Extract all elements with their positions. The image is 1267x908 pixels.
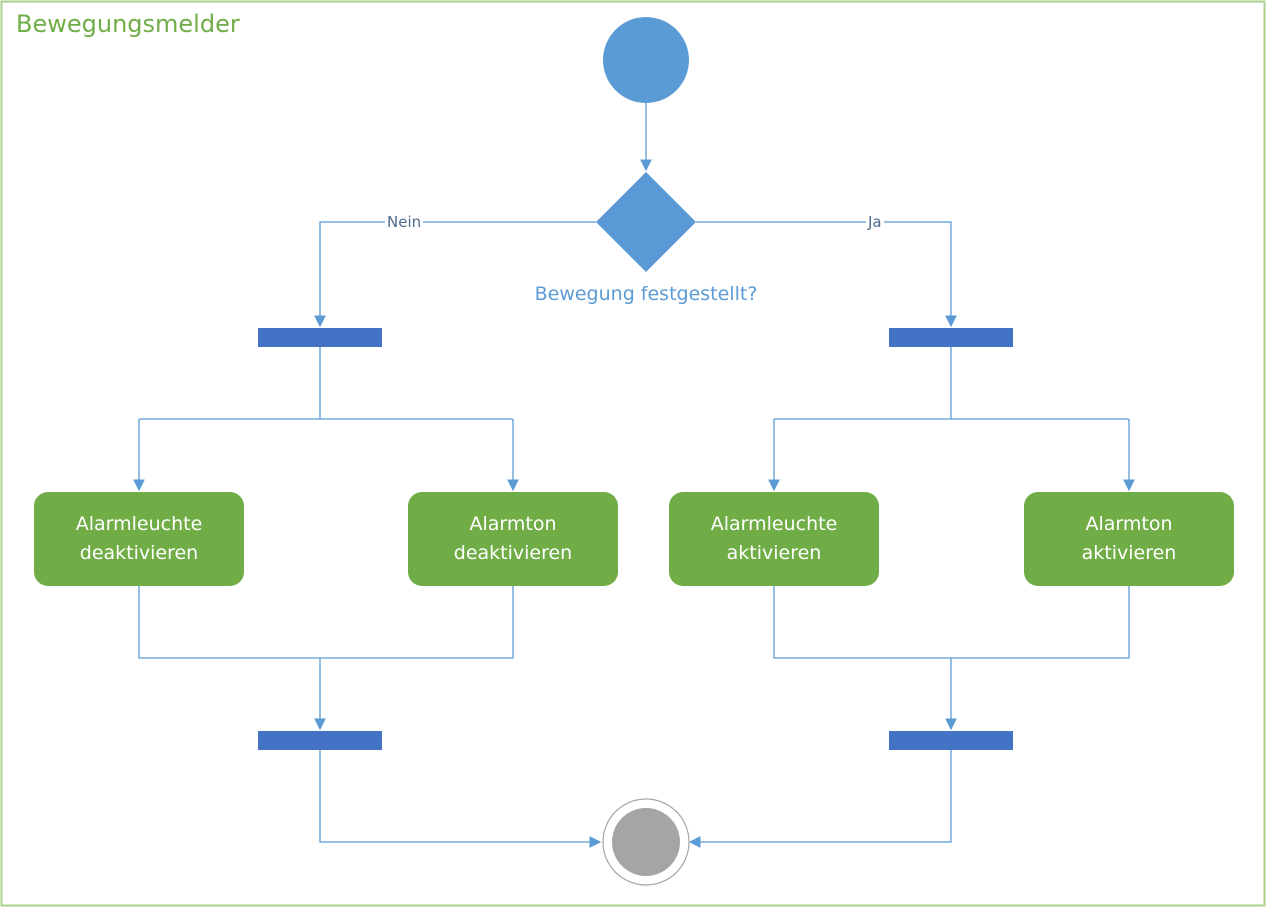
action-line-2: deaktivieren — [453, 542, 573, 564]
edge-left-fork-split — [139, 347, 513, 420]
diagram-title: Bewegungsmelder — [16, 10, 240, 38]
decision-node — [596, 172, 696, 272]
action-line-1: Alarmton — [1085, 513, 1173, 535]
edge-decision-to-left-fork — [314, 221, 596, 328]
start-node — [603, 17, 689, 103]
edge-label-nein: Nein — [385, 213, 424, 231]
join-bar-left — [258, 731, 382, 750]
action-line-2: aktivieren — [726, 542, 822, 564]
edge-right-join-to-end — [688, 750, 952, 848]
fork-bar-right — [889, 328, 1013, 347]
edge-right-actions-to-join — [773, 586, 1130, 729]
action-alarm-light-deactivate: Alarmleuchte deaktivieren — [34, 492, 244, 586]
action-alarm-light-activate: Alarmleuchte aktivieren — [669, 492, 879, 586]
action-line-2: deaktivieren — [79, 542, 199, 564]
edge-left-join-to-end — [319, 750, 602, 848]
edge-right-fork-split — [774, 347, 1129, 420]
action-alarm-sound-activate: Alarmton aktivieren — [1024, 492, 1234, 586]
action-alarm-sound-deactivate: Alarmton deaktivieren — [408, 492, 618, 586]
action-line-1: Alarmleuchte — [710, 513, 838, 535]
action-line-1: Alarmleuchte — [75, 513, 203, 535]
edge-decision-to-right-fork — [696, 221, 957, 328]
fork-bar-left — [258, 328, 382, 347]
edge-left-actions-to-join — [138, 586, 514, 729]
action-line-2: aktivieren — [1081, 542, 1177, 564]
edge-label-ja: Ja — [866, 213, 884, 231]
join-bar-right — [889, 731, 1013, 750]
decision-question: Bewegung festgestellt? — [534, 283, 758, 305]
end-node — [612, 808, 680, 876]
action-line-1: Alarmton — [469, 513, 557, 535]
